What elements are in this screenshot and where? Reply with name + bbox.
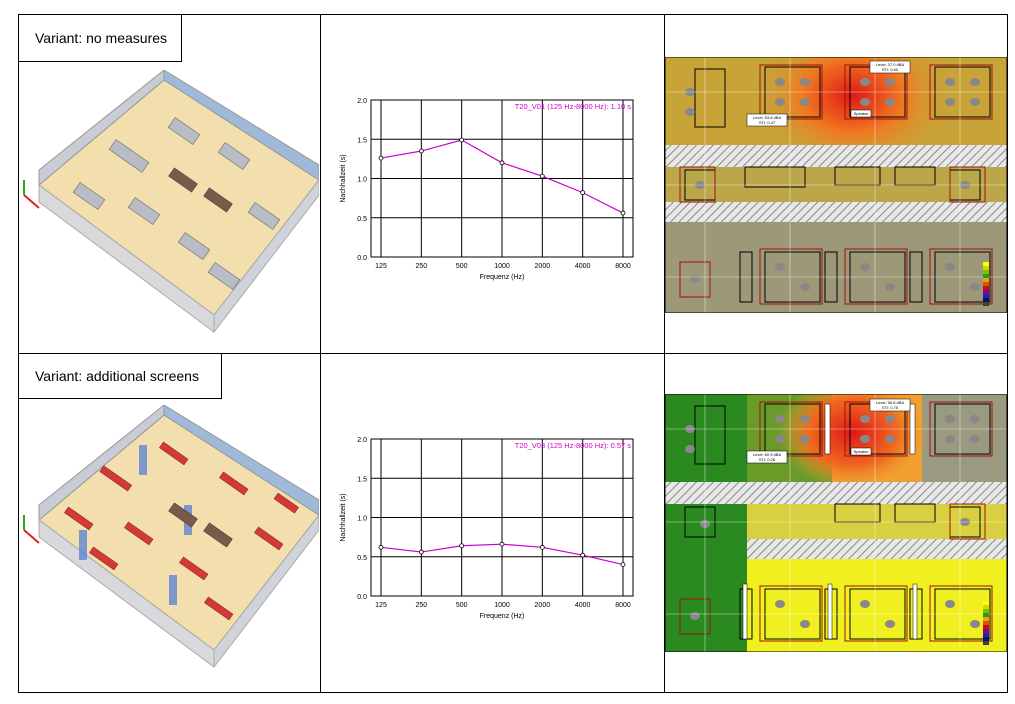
data-point bbox=[620, 210, 626, 216]
data-point bbox=[499, 160, 505, 166]
x-tick-label: 2000 bbox=[535, 602, 551, 609]
map-speaker-label: Speaker bbox=[850, 109, 872, 118]
table-row-divider bbox=[18, 353, 1008, 354]
table-border-right bbox=[1007, 14, 1008, 693]
y-tick-label: 0.0 bbox=[357, 255, 367, 262]
x-axis-label: Frequenz (Hz) bbox=[480, 274, 525, 281]
map-legend bbox=[983, 601, 989, 645]
y-axis-label: Nachhallzeit (s) bbox=[340, 493, 347, 541]
data-point bbox=[580, 190, 586, 196]
map-annotation-top: Level: 37.0 dBA STI: 0.60 bbox=[869, 60, 911, 74]
data-point bbox=[378, 544, 384, 550]
data-point bbox=[418, 148, 424, 154]
y-tick-label: 2.0 bbox=[357, 437, 367, 444]
sound-map-1: Level: 37.0 dBA STI: 0.60 Level: 53.8 dB… bbox=[664, 56, 1008, 314]
x-tick-label: 125 bbox=[375, 602, 387, 609]
y-tick-label: 0.5 bbox=[357, 555, 367, 562]
x-tick-label: 250 bbox=[415, 602, 427, 609]
data-point bbox=[620, 562, 626, 568]
svg-text:Level: 53.8 dBA: Level: 53.8 dBA bbox=[753, 115, 782, 120]
table-border-top bbox=[18, 14, 1008, 15]
room-3d-view-1 bbox=[19, 68, 320, 350]
x-tick-label: 8000 bbox=[615, 263, 631, 270]
y-tick-label: 0.0 bbox=[357, 594, 367, 601]
sound-map-2: Level: 56.8 dBA STI: 0.75 Level: 60.9 dB… bbox=[664, 393, 1008, 653]
sound-level-heatmap: Level: 37.0 dBA STI: 0.60 Level: 53.8 dB… bbox=[664, 56, 1008, 314]
y-tick-label: 1.5 bbox=[357, 137, 367, 144]
x-tick-label: 4000 bbox=[575, 602, 591, 609]
table-col-divider-2 bbox=[664, 14, 665, 693]
x-tick-label: 8000 bbox=[615, 602, 631, 609]
svg-text:STI: 0.47: STI: 0.47 bbox=[759, 120, 776, 125]
map-annotation-left: Level: 60.9 dBA STI: 0.26 bbox=[746, 450, 788, 464]
x-tick-label: 250 bbox=[415, 263, 427, 270]
svg-text:Speaker: Speaker bbox=[854, 111, 870, 116]
y-tick-label: 2.0 bbox=[357, 98, 367, 105]
reverb-chart-svg: 0.0 0.5 1.0 1.5 2.0 125 250 500 1000 2000 4000 8000… bbox=[340, 437, 634, 620]
y-tick-label: 1.5 bbox=[357, 476, 367, 483]
x-tick-label: 125 bbox=[375, 263, 387, 270]
data-point bbox=[378, 155, 384, 161]
plot-frame bbox=[370, 99, 634, 258]
x-tick-label: 1000 bbox=[494, 602, 510, 609]
map-legend bbox=[983, 262, 989, 306]
plot-frame bbox=[370, 438, 634, 597]
map-annotation-left: Level: 53.8 dBA STI: 0.47 bbox=[746, 113, 788, 127]
svg-text:STI: 0.75: STI: 0.75 bbox=[882, 405, 899, 410]
y-tick-label: 1.0 bbox=[357, 516, 367, 523]
table-border-bottom bbox=[18, 692, 1008, 693]
reverb-chart-2: 0.0 0.5 1.0 1.5 2.0 125 250 500 1000 2000 4000 8000… bbox=[321, 429, 663, 629]
table-col-divider-1 bbox=[320, 14, 321, 693]
y-axis-label: Nachhallzeit (s) bbox=[340, 154, 347, 202]
svg-text:Level: 56.8 dBA: Level: 56.8 dBA bbox=[876, 400, 905, 405]
data-point bbox=[459, 137, 465, 143]
room-3d-illustration-screens bbox=[23, 403, 320, 669]
svg-text:Speaker: Speaker bbox=[854, 449, 870, 454]
x-axis-label: Frequenz (Hz) bbox=[480, 613, 525, 620]
x-tick-label: 4000 bbox=[575, 263, 591, 270]
sound-level-heatmap: Level: 56.8 dBA STI: 0.75 Level: 60.9 dB… bbox=[664, 393, 1008, 653]
x-tick-label: 2000 bbox=[535, 263, 551, 270]
room-3d-illustration bbox=[23, 68, 320, 334]
variant-label-1: Variant: no measures bbox=[18, 14, 182, 62]
data-point bbox=[499, 541, 505, 547]
data-point bbox=[580, 552, 586, 558]
room-3d-view-2 bbox=[19, 403, 320, 685]
variant-label-2: Variant: additional screens bbox=[18, 353, 222, 399]
data-point bbox=[539, 544, 545, 550]
data-point bbox=[418, 549, 424, 555]
svg-text:Level: 60.9 dBA: Level: 60.9 dBA bbox=[753, 452, 782, 457]
x-tick-label: 500 bbox=[456, 263, 468, 270]
chart-annotation: T20_V03 (125 Hz-8000 Hz): 0.57 s bbox=[515, 441, 632, 450]
data-point bbox=[459, 543, 465, 549]
data-point bbox=[539, 173, 545, 179]
svg-text:STI: 0.26: STI: 0.26 bbox=[759, 457, 776, 462]
map-annotation-top: Level: 56.8 dBA STI: 0.75 bbox=[869, 398, 911, 412]
svg-text:Level: 37.0 dBA: Level: 37.0 dBA bbox=[876, 62, 905, 67]
reverb-chart-1: 0.0 0.5 1.0 1.5 2.0 125 250 500 1000 2000 4000 8000… bbox=[321, 90, 663, 290]
map-speaker-label: Speaker bbox=[850, 447, 872, 456]
y-tick-label: 0.5 bbox=[357, 216, 367, 223]
chart-annotation: T20_V01 (125 Hz-8000 Hz): 1.10 s bbox=[515, 102, 632, 111]
x-tick-label: 1000 bbox=[494, 263, 510, 270]
svg-text:STI: 0.60: STI: 0.60 bbox=[882, 67, 899, 72]
x-tick-label: 500 bbox=[456, 602, 468, 609]
reverb-chart-svg: 0.0 0.5 1.0 1.5 2.0 125 250 500 1000 2000 4000 8000… bbox=[340, 98, 634, 281]
y-tick-label: 1.0 bbox=[357, 177, 367, 184]
